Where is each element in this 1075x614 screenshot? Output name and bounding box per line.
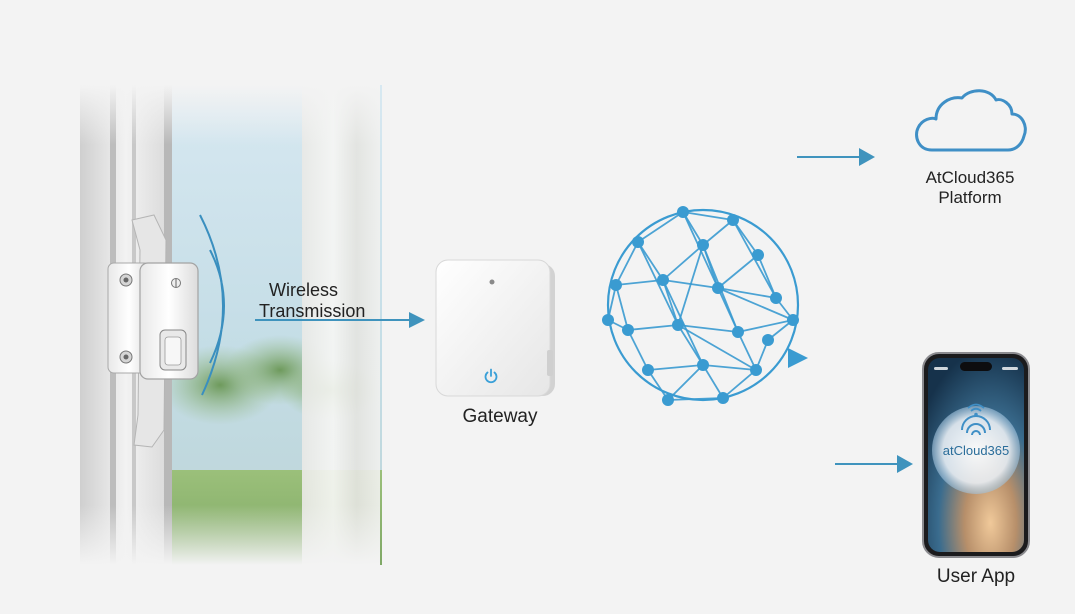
globe-wireframe [602, 206, 808, 406]
window-scene [80, 85, 382, 565]
gateway-device [430, 258, 560, 408]
network-link [615, 284, 629, 331]
window-illustration [80, 85, 382, 565]
arrow-to-platform [797, 148, 875, 166]
network-link [667, 364, 704, 401]
arrow-to-user-app [835, 455, 913, 473]
platform-label: AtCloud365 Platform [905, 168, 1035, 208]
network-link [717, 287, 794, 321]
network-node [787, 314, 799, 326]
network-node [642, 364, 654, 376]
network-link [637, 211, 684, 243]
network-link [677, 244, 704, 326]
network-node [602, 314, 614, 326]
network-link [737, 331, 757, 371]
network-node [672, 319, 684, 331]
wireless-label-line2: Transmission [259, 301, 366, 321]
gateway-label: Gateway [462, 406, 538, 427]
signal-waves-icon [199, 214, 225, 396]
phone-app-name: atCloud365 [942, 443, 1010, 458]
power-icon [484, 368, 498, 384]
network-node [657, 274, 669, 286]
network-node [610, 279, 622, 291]
wifi-icon [967, 403, 985, 417]
network-link [722, 369, 757, 399]
network-link [717, 254, 759, 289]
network-link [702, 219, 734, 246]
cloud-icon [915, 89, 1027, 152]
network-link [647, 364, 704, 371]
arrow-to-gateway [255, 312, 425, 328]
network-node [752, 249, 764, 261]
wireless-label-line1: Wireless [269, 280, 339, 300]
network-link [667, 397, 724, 401]
network-node [712, 282, 724, 294]
network-node [732, 326, 744, 338]
network-link [627, 329, 649, 371]
network-node [622, 324, 634, 336]
network-link [737, 319, 794, 333]
network-node [770, 292, 782, 304]
network-link [662, 244, 704, 281]
network-link [627, 324, 679, 331]
network-link [717, 287, 777, 299]
network-node [727, 214, 739, 226]
network-link [637, 241, 679, 326]
network-link [682, 211, 734, 221]
network-node [662, 394, 674, 406]
network-link [677, 324, 739, 333]
smartphone: atCloud365 [922, 352, 1030, 558]
network-link [615, 241, 639, 286]
network-link [677, 324, 704, 366]
platform-label-line1: AtCloud365 [925, 168, 1015, 187]
network-link [647, 369, 669, 401]
network-node [677, 206, 689, 218]
network-node [632, 236, 644, 248]
network-link [637, 241, 664, 281]
network-node [750, 364, 762, 376]
wireless-transmission-label: Wireless Transmission [253, 280, 373, 322]
network-link [702, 364, 724, 399]
network-link [662, 279, 679, 326]
network-node [717, 392, 729, 404]
user-app-label: User App [936, 566, 1016, 587]
network-link [702, 364, 757, 371]
network-link [615, 279, 664, 286]
network-node [697, 359, 709, 371]
network-node [697, 239, 709, 251]
network-node [762, 334, 774, 346]
platform-label-line2: Platform [938, 188, 1002, 207]
globe-arrow-tip [788, 348, 808, 368]
network-globe-icon [602, 206, 808, 406]
network-link [677, 324, 757, 371]
globe-outline [606, 208, 800, 402]
